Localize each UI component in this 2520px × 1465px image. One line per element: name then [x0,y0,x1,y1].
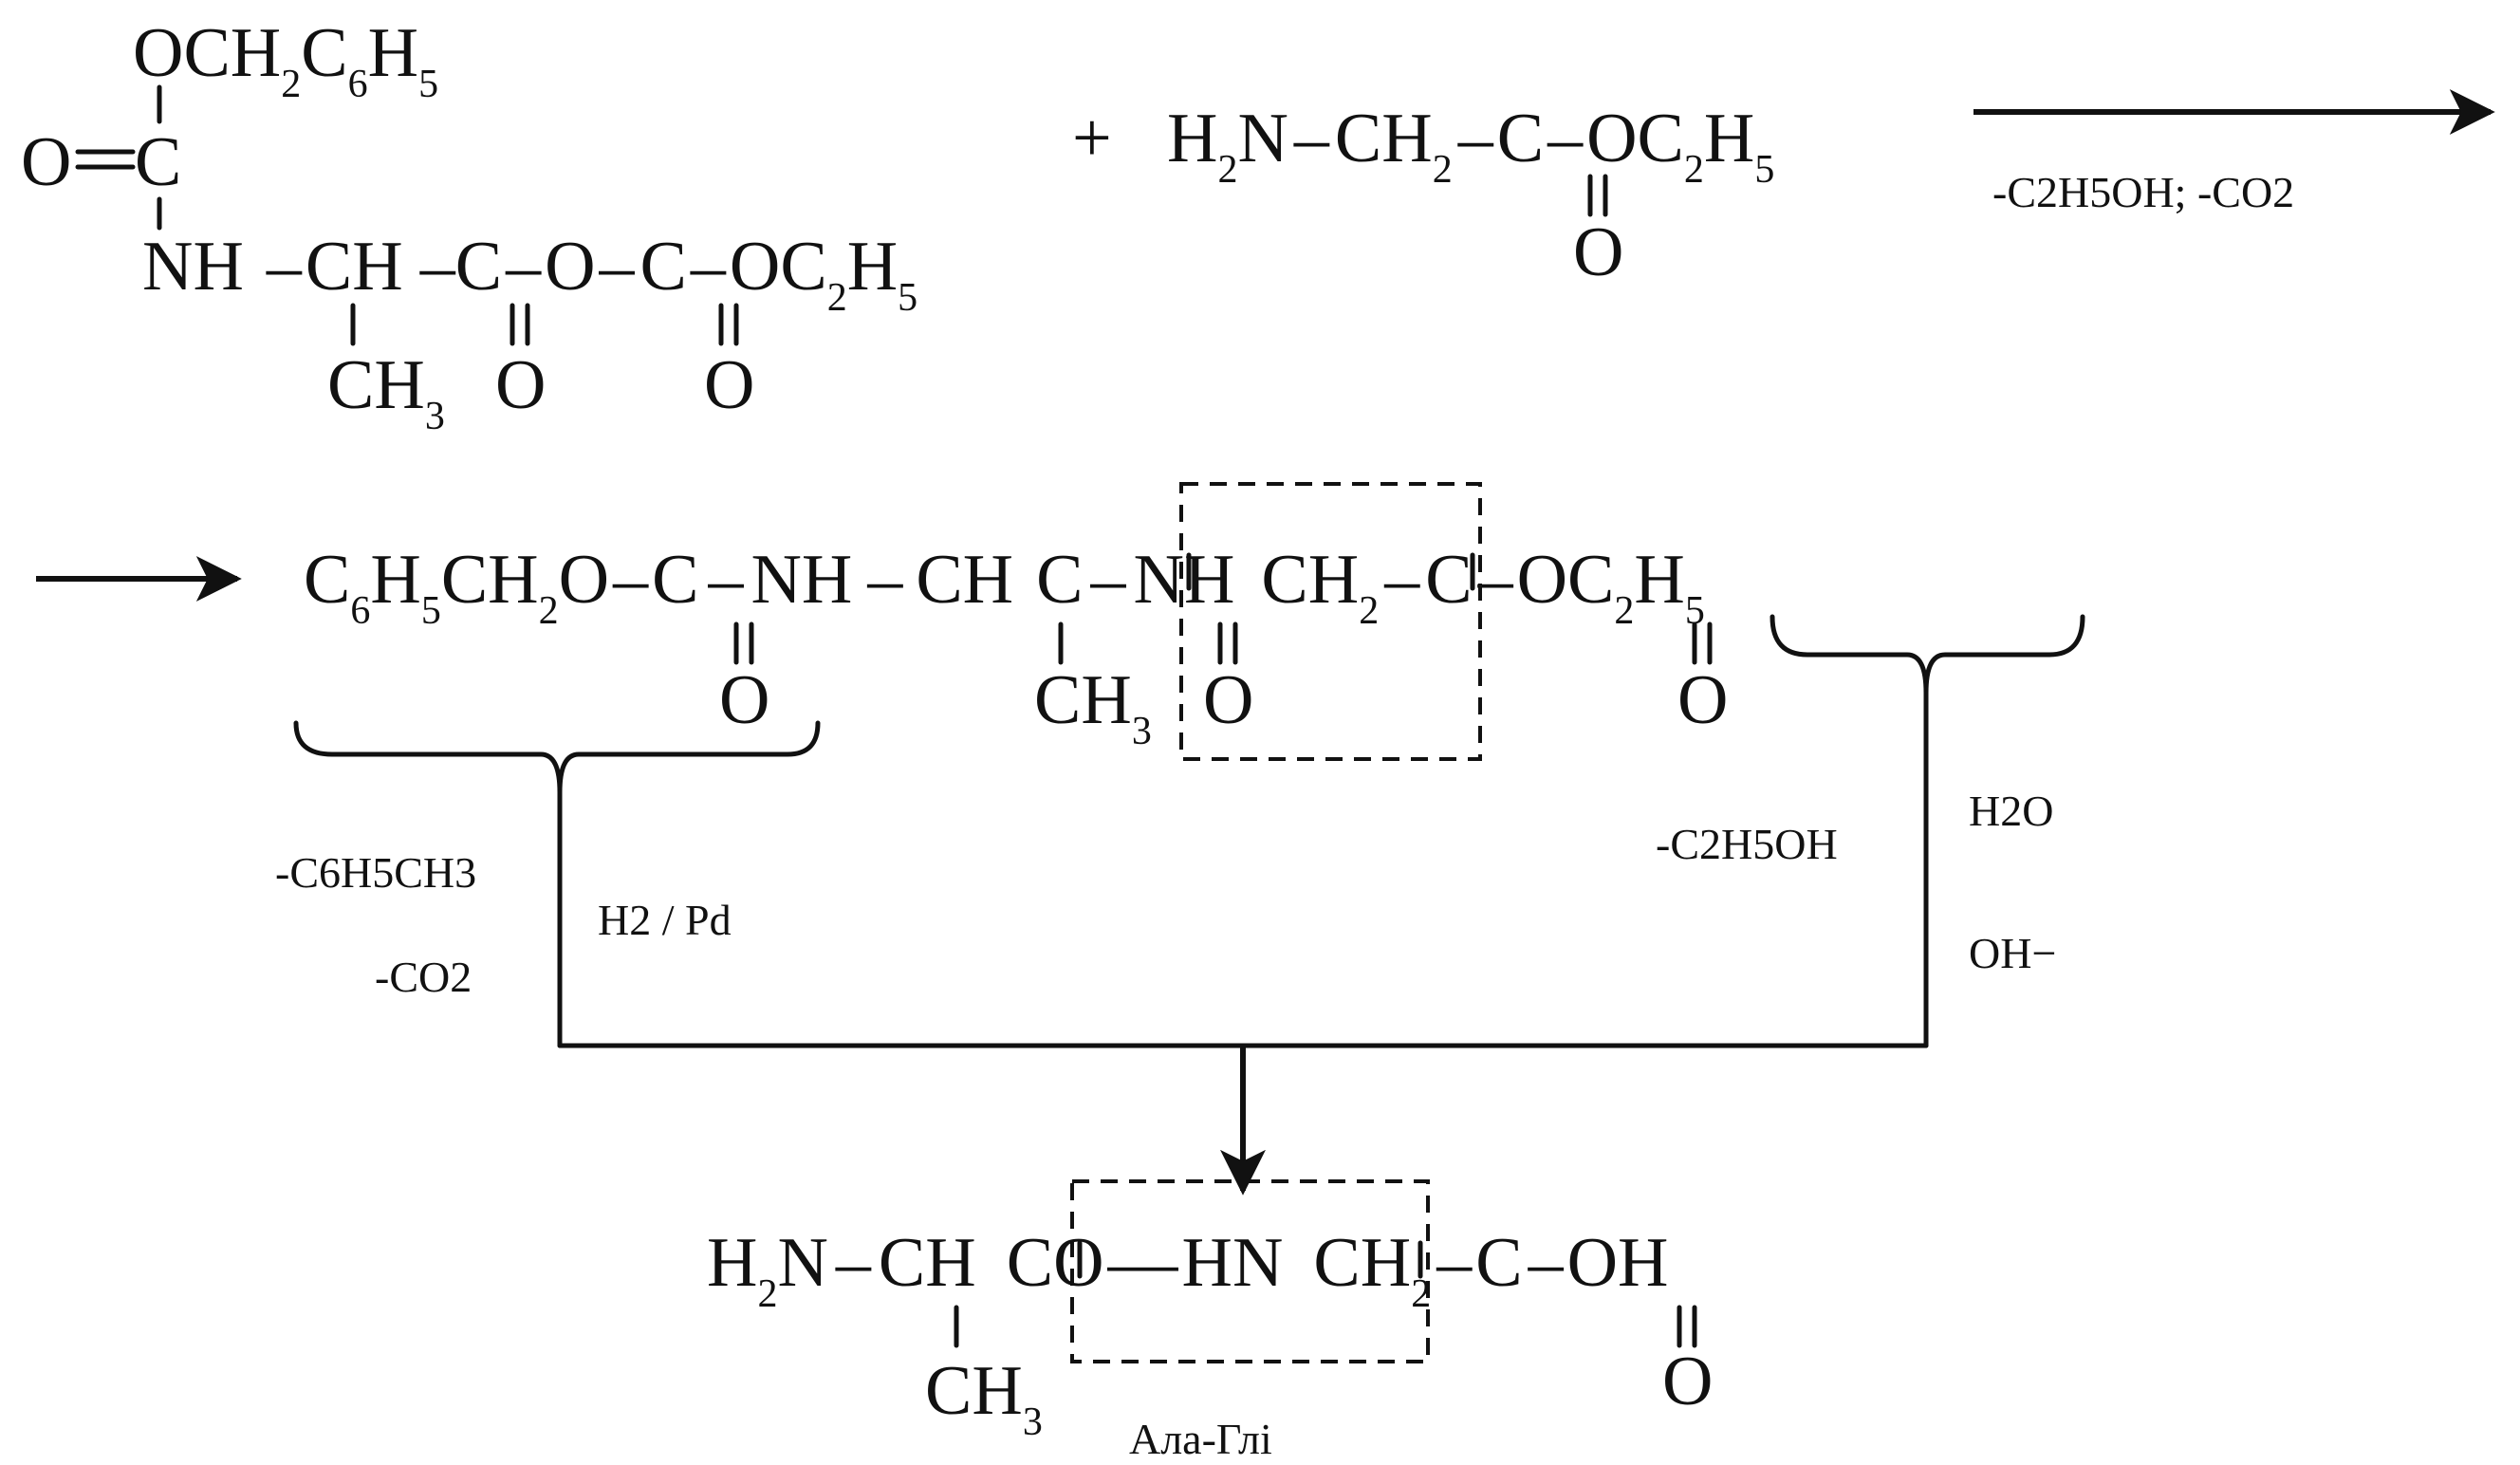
right-reagent-hydroxide: OH− [1969,929,2056,977]
reactant-glycine-ethyl-ester: H2N–CH2–C–OC2H5 O [1167,100,1774,291]
carbonyl-oxygen: O [1677,661,1728,739]
carbonyl-oxygen: O [1203,661,1253,739]
alanine-methyl: CH3 [925,1352,1043,1444]
plus-sign: + [1072,100,1112,177]
left-removed-toluene: -C6H5CH3 [275,848,476,897]
peptide-bond-highlight-box [1179,482,1482,761]
left-removed-co2: -CO2 [375,953,472,1001]
carbonyl-oxygen: O [1573,213,1623,291]
carbonyl-oxygen: O [495,346,546,424]
alanine-methyl: CH3 [1034,661,1152,753]
carbonyl-oxygen: O [1662,1343,1713,1420]
glycine-ester-formula: H2N–CH2–C–OC2H5 [1167,100,1774,192]
carbonyl-oxygen: O [704,346,754,424]
anhydride-chain: NH–CH–C–O–C–OC2H5 [142,228,917,320]
right-deprotection-brace [1770,614,2085,694]
alanine-methyl: CH3 [327,346,445,438]
peptide-bond-highlight-box [1070,1179,1430,1363]
right-removed-ethanol: -C2H5OH [1656,820,1838,868]
carbonyl-oxygen: O [719,661,769,739]
reactant-cbz-alanine-anhydride: OCH2C6H5 O C NH–CH–C–O–C–OC2H5 CH3 O O [21,14,917,438]
left-reagent-h2-pd: H2 / Pd [598,896,732,944]
carbamate-benzyloxy-group: OCH2C6H5 [133,14,438,106]
carbamate-carbonyl: O [21,123,71,201]
step1-byproducts: -C2H5OH; -CO2 [1992,168,2294,216]
product-name: Ала-Глі [1129,1415,1272,1463]
right-reagent-water: H2O [1969,787,2053,835]
carbamate-carbon: C [135,123,181,201]
